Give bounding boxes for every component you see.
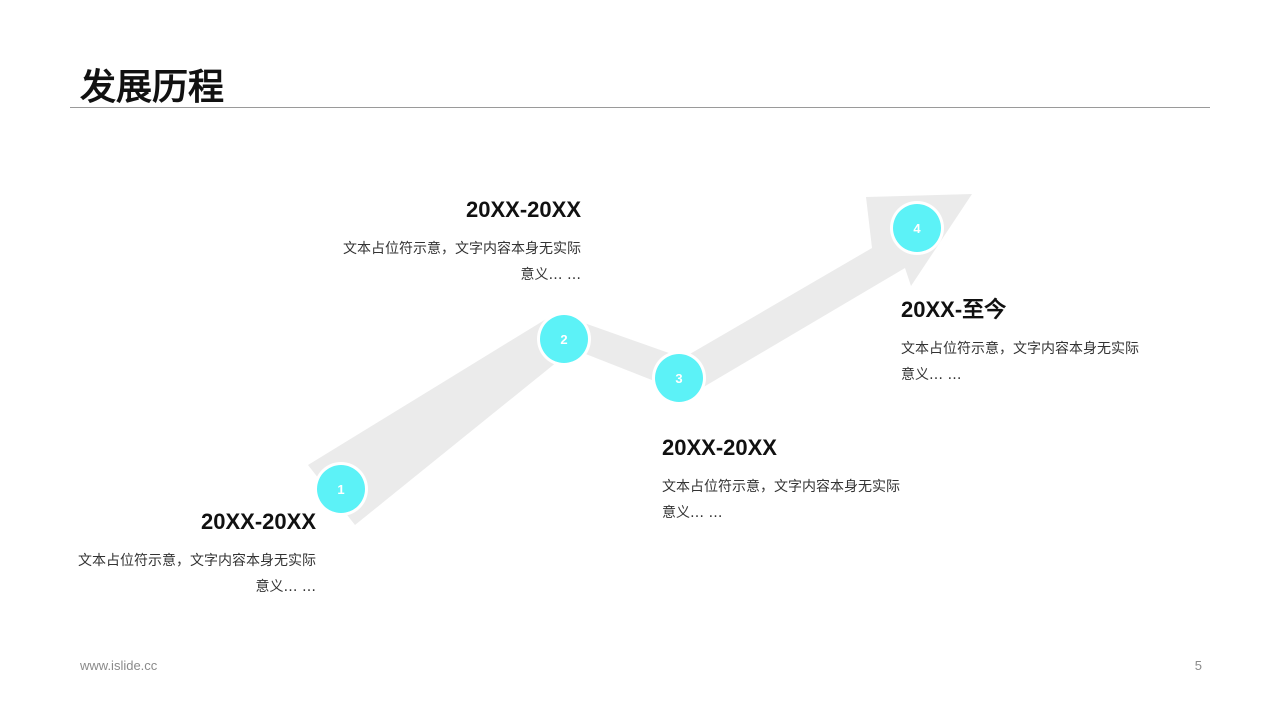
milestone-period: 20XX-至今: [901, 297, 1007, 322]
milestone-description: 文本占位符示意，文字内容本身无实际意义… …: [662, 479, 900, 521]
milestone-period: 20XX-20XX: [201, 509, 316, 534]
page-number: 5: [1194, 658, 1202, 673]
milestone-2: 20XX-20XX 文本占位符示意，文字内容本身无实际意义… …: [341, 196, 581, 288]
milestone-period: 20XX-20XX: [466, 197, 581, 222]
milestone-description: 文本占位符示意，文字内容本身无实际意义… …: [901, 341, 1139, 383]
page-title: 发展历程: [80, 67, 225, 108]
milestone-4: 20XX-至今 文本占位符示意，文字内容本身无实际意义… …: [901, 296, 1141, 388]
title-divider: [70, 107, 1210, 108]
milestone-description: 文本占位符示意，文字内容本身无实际意义… …: [78, 553, 316, 595]
milestone-1: 20XX-20XX 文本占位符示意，文字内容本身无实际意义… …: [76, 508, 316, 600]
node-number: 1: [337, 482, 344, 497]
milestone-description: 文本占位符示意，文字内容本身无实际意义… …: [343, 241, 581, 283]
milestone-period: 20XX-20XX: [662, 435, 777, 460]
node-number: 2: [560, 332, 567, 347]
timeline-node-1: 1: [314, 462, 368, 516]
arrow-path: [308, 194, 972, 525]
timeline-node-3: 3: [652, 351, 706, 405]
footer-url: www.islide.cc: [80, 658, 158, 673]
timeline-node-4: 4: [890, 201, 944, 255]
timeline-node-2: 2: [537, 312, 591, 366]
milestone-3: 20XX-20XX 文本占位符示意，文字内容本身无实际意义… …: [662, 434, 902, 526]
node-number: 3: [675, 371, 682, 386]
node-number: 4: [913, 221, 921, 236]
